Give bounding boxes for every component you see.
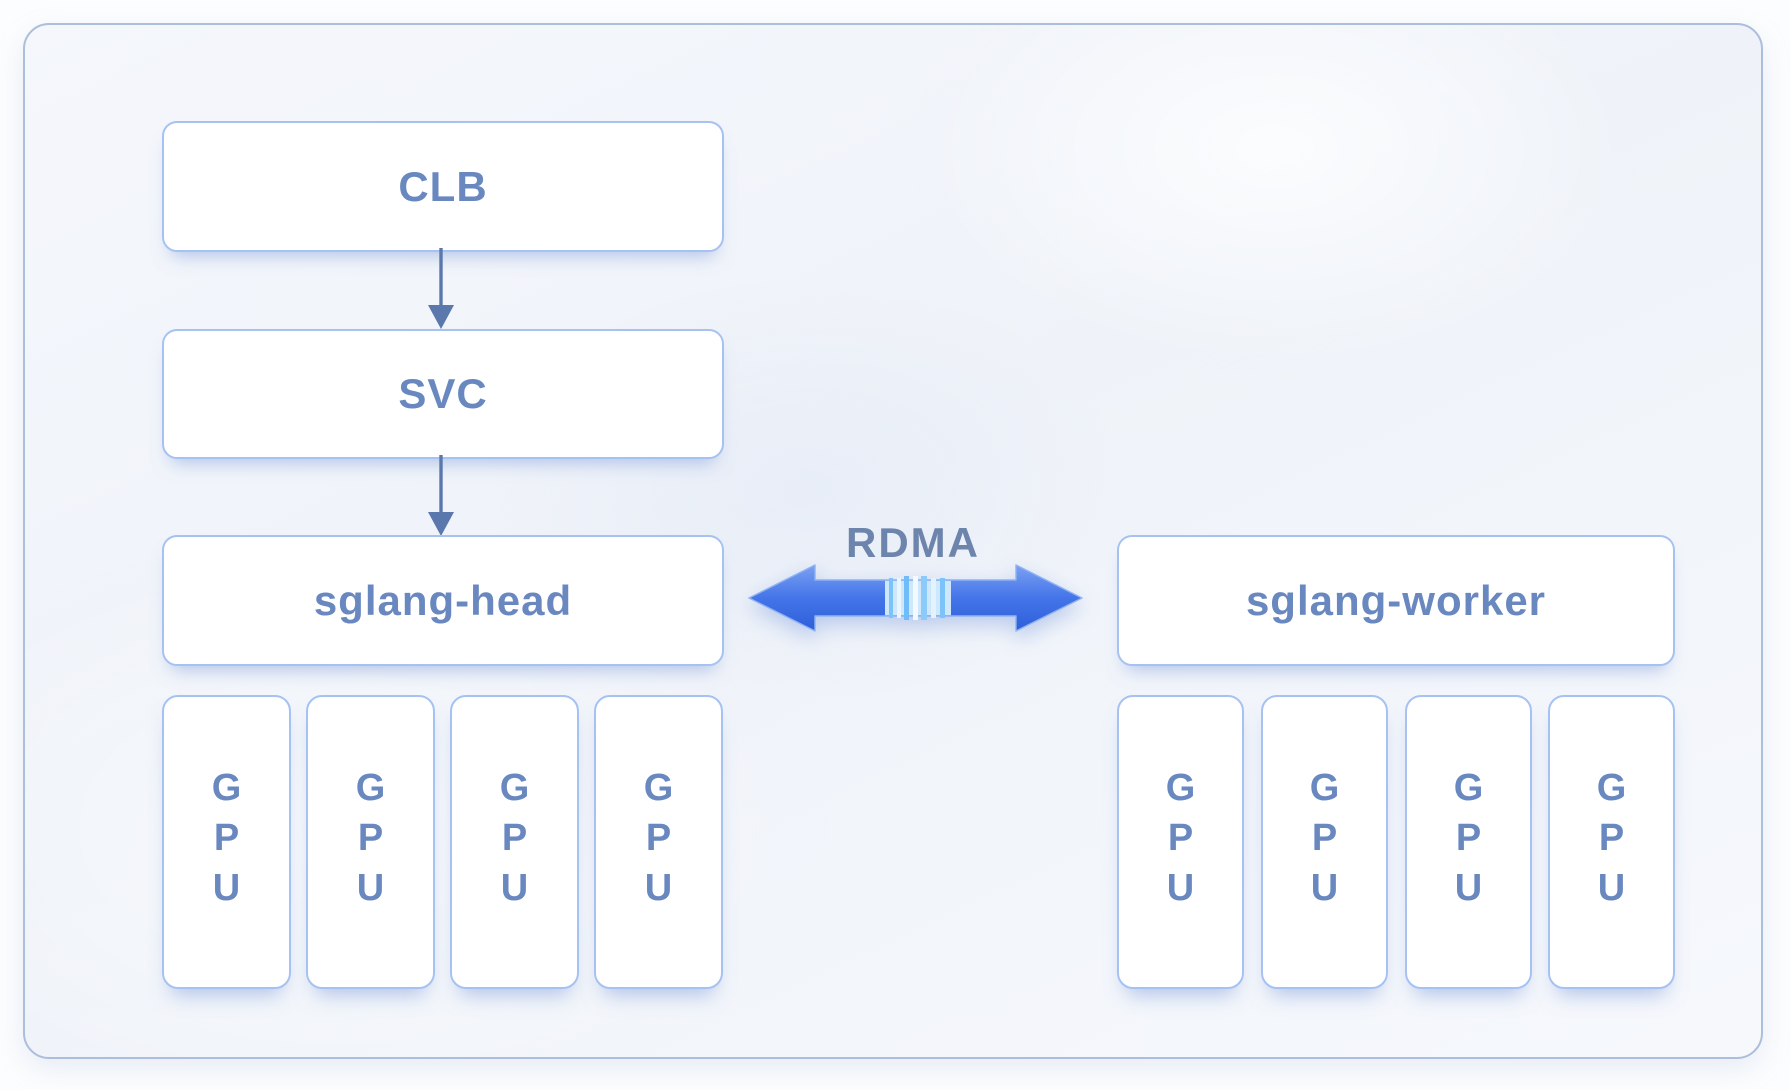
gpu-label: GPU bbox=[1447, 767, 1490, 917]
gpu-box: GPU bbox=[594, 695, 723, 989]
node-sglang-worker: sglang-worker bbox=[1117, 535, 1675, 666]
node-svc: SVC bbox=[162, 329, 724, 459]
gpu-label: GPU bbox=[493, 767, 536, 917]
node-clb-label: CLB bbox=[398, 162, 488, 210]
down-arrow-icon bbox=[428, 455, 454, 536]
gpu-box: GPU bbox=[162, 695, 291, 989]
gpu-label: GPU bbox=[637, 767, 680, 917]
node-sglang-head-label: sglang-head bbox=[313, 576, 573, 624]
rdma-label: RDMA bbox=[846, 519, 980, 566]
gpu-label: GPU bbox=[1590, 767, 1633, 917]
gpu-box: GPU bbox=[306, 695, 435, 989]
gpu-label: GPU bbox=[205, 767, 248, 917]
rdma-stripes-icon bbox=[885, 576, 951, 620]
node-clb: CLB bbox=[162, 121, 724, 252]
gpu-label: GPU bbox=[1159, 767, 1202, 917]
rdma-arrow-icon bbox=[748, 564, 1083, 632]
node-sglang-worker-label: sglang-worker bbox=[1245, 576, 1547, 624]
gpu-box: GPU bbox=[1405, 695, 1532, 989]
gpu-label: GPU bbox=[349, 767, 392, 917]
gpu-box: GPU bbox=[1548, 695, 1675, 989]
gpu-box: GPU bbox=[1261, 695, 1388, 989]
gpu-box: GPU bbox=[1117, 695, 1244, 989]
node-svc-label: SVC bbox=[398, 370, 488, 417]
node-sglang-head: sglang-head bbox=[162, 535, 724, 666]
cluster-container: CLB SVC sglang-head GPU GPU GPU GPU bbox=[23, 23, 1763, 1059]
gpu-label: GPU bbox=[1303, 767, 1346, 917]
gpu-box: GPU bbox=[450, 695, 579, 989]
down-arrow-icon bbox=[428, 248, 454, 329]
